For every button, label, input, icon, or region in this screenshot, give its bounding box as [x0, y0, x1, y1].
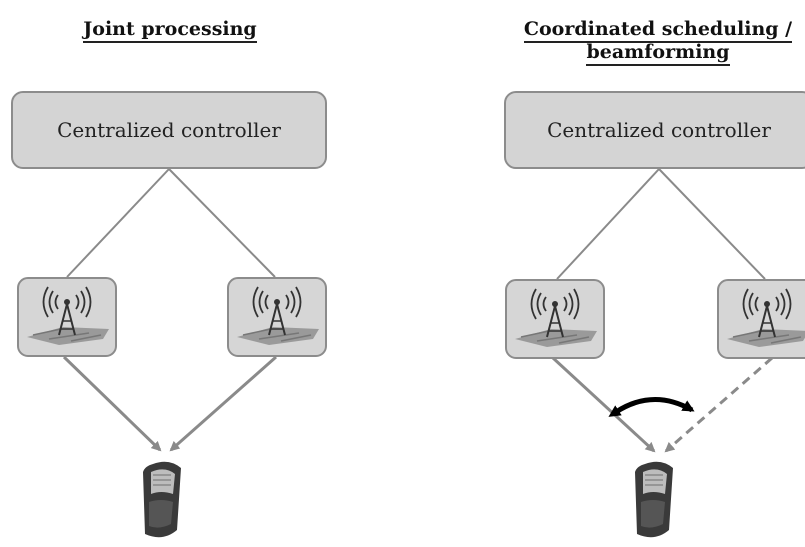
controller-label: Centralized controller: [547, 118, 771, 142]
base-station-icon: [727, 288, 805, 347]
panel-title-joint-processing: Joint processing: [20, 18, 320, 43]
controller-label: Centralized controller: [57, 118, 281, 142]
title-text: Joint processing: [83, 18, 257, 43]
base-station-right-1: [505, 279, 605, 359]
base-station-left-2: [227, 277, 327, 357]
link-ctrl-bs-right-1: [556, 168, 660, 280]
base-station-icon: [237, 286, 319, 345]
centralized-controller-right: Centralized controller: [504, 91, 805, 169]
link-bs1-phone-left: [62, 355, 162, 452]
link-bs2-phone-right-dashed: [664, 356, 773, 453]
title-text-line2: beamforming: [586, 41, 730, 66]
mobile-phone-icon: [635, 461, 673, 538]
link-ctrl-bs-left-2: [168, 168, 276, 278]
panel-title-coordinated-scheduling: Coordinated scheduling / beamforming: [478, 18, 805, 66]
coordination-curved-arrow: [608, 397, 695, 417]
base-station-right-2: [717, 279, 805, 359]
link-bs1-phone-right: [551, 356, 656, 453]
link-ctrl-bs-left-1: [66, 168, 170, 278]
base-station-left-1: [17, 277, 117, 357]
base-station-icon: [27, 286, 109, 345]
title-text-line1: Coordinated scheduling /: [523, 18, 793, 43]
mobile-phone-icon: [143, 461, 181, 538]
link-ctrl-bs-right-2: [658, 168, 766, 280]
link-bs2-phone-left: [169, 355, 277, 452]
base-station-icon: [515, 288, 597, 347]
centralized-controller-left: Centralized controller: [11, 91, 327, 169]
